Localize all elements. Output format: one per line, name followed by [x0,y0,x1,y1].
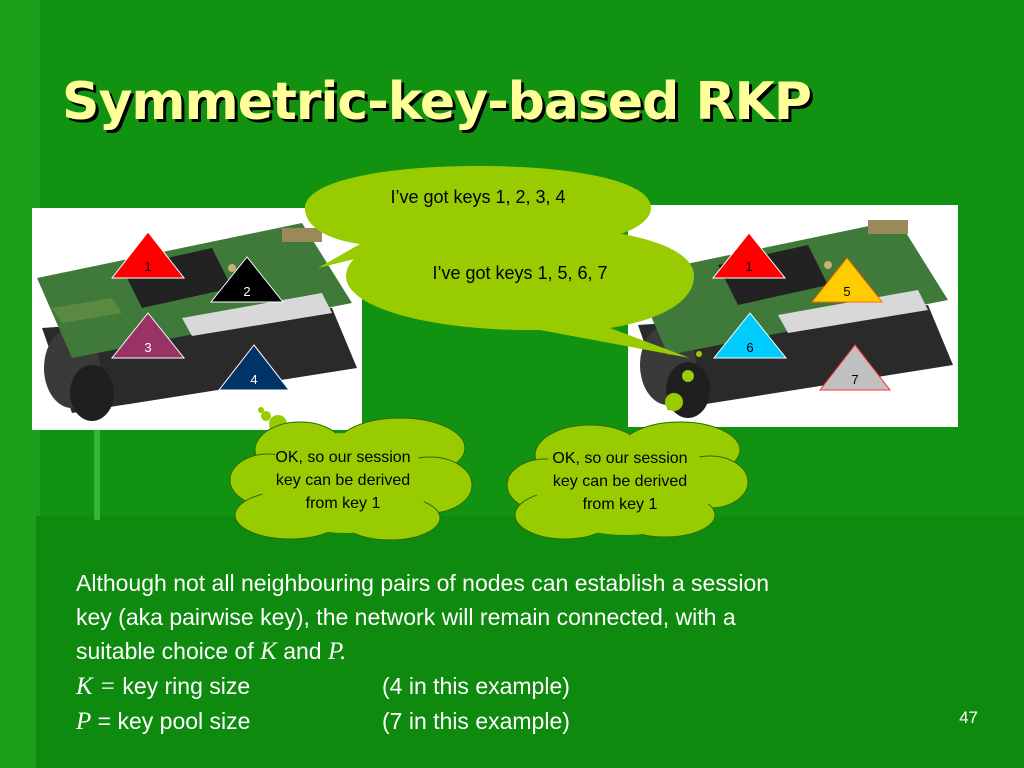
left-thought-dot-small [258,407,264,413]
background-panel-lower [36,516,1024,768]
left-thought-dot-medium [261,411,271,421]
right-key-1-triangle [711,232,787,279]
left-key-3-triangle [110,312,186,359]
left-key-2-triangle [209,256,285,303]
left-key-3-label: 3 [144,340,152,355]
left-key-1-triangle [110,231,186,279]
explanation-line-2: key (aka pairwise key), the network will… [76,604,736,630]
right-thought-text: OK, so our session key can be derived fr… [552,450,688,513]
variable-k: K [260,638,277,665]
background-stripe [94,430,100,520]
definition-k-symbol: K [76,673,93,700]
right-key-5-label: 5 [843,284,851,299]
right-thought-dot-small [696,351,702,357]
slide-title: Symmetric-key-based RKP [62,72,812,132]
left-sensor-node-photo [32,208,362,430]
definition-k-equals: = [99,673,116,700]
definition-p-symbol: P [76,708,92,735]
right-key-7-triangle [818,344,892,391]
definition-p-text: key pool size [117,708,251,734]
left-key-4-triangle [217,344,291,391]
explanation-line-3: suitable choice of K and P. [76,634,976,669]
right-key-7-label: 7 [851,372,859,387]
explanation-line-3-start: suitable choice of [76,638,254,664]
left-key-2-label: 2 [243,284,251,299]
explanation-line-1: Although not all neighbouring pairs of n… [76,570,770,596]
explanation-line-3-period: . [340,638,347,665]
explanation-text: Although not all neighbouring pairs of n… [76,566,976,739]
left-speech-text: I’ve got keys 1, 2, 3, 4 [390,187,566,207]
right-key-5-triangle [810,257,884,303]
right-speech-text: I’ve got keys 1, 5, 6, 7 [432,263,608,283]
slide-number: 47 [959,708,978,727]
variable-p: P [327,638,341,665]
explanation-line-3-and: and [283,638,322,664]
right-thought-dot-medium [682,370,694,382]
definition-k-example: (4 in this example) [382,673,570,699]
right-key-6-triangle [712,312,788,359]
right-speech-bubble-shape [346,226,694,358]
definition-k: K = key ring size (4 in this example) [76,669,976,704]
right-key-6-label: 6 [746,340,754,355]
definition-p-example: (7 in this example) [382,708,570,734]
right-sensor-node-photo [628,205,958,427]
left-thought-cloud [229,417,473,541]
sensor-board-image [633,220,953,418]
left-key-4-label: 4 [250,372,258,387]
right-thought-dot-large [665,393,683,411]
right-thought-cloud [506,421,749,540]
definition-p: P = key pool size (7 in this example) [76,704,976,739]
definition-p-equals: = [97,708,112,734]
definition-k-text: key ring size [122,673,251,699]
left-key-1-label: 1 [144,259,152,274]
right-key-1-label: 1 [745,259,753,274]
left-thought-text: OK, so our session key can be derived fr… [275,449,411,512]
